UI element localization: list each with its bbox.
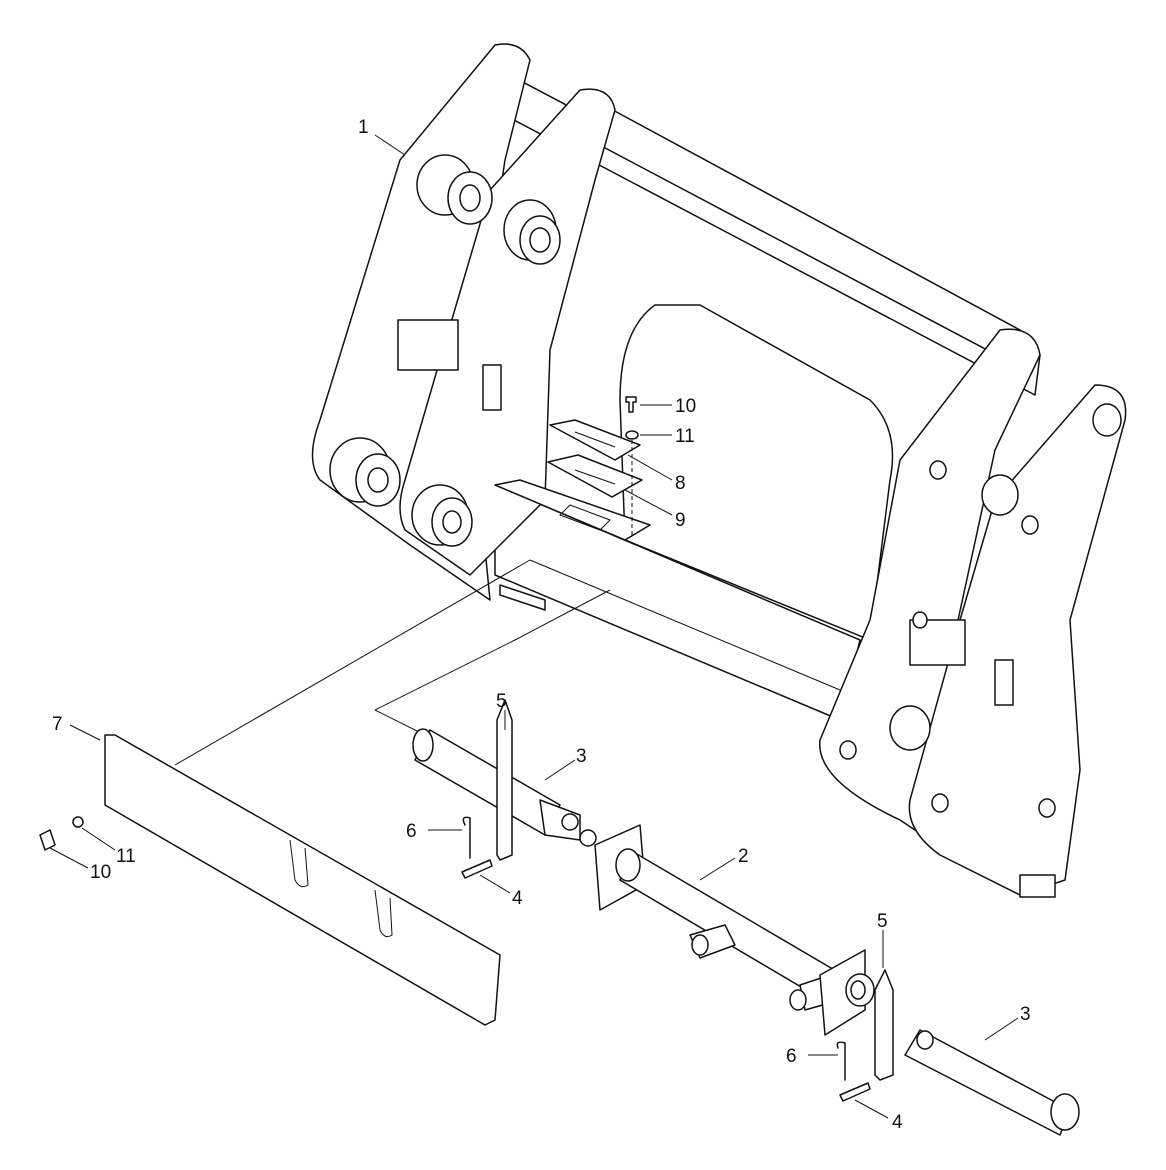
latch-5-upper bbox=[496, 699, 513, 861]
plate-9-slot bbox=[574, 469, 616, 485]
left-foot bbox=[499, 584, 546, 611]
callout-4-upper: 4 bbox=[512, 888, 523, 909]
left-bushings bbox=[329, 154, 561, 547]
left-slot bbox=[482, 364, 502, 411]
callout-leaders bbox=[49, 134, 1019, 1119]
right-foot bbox=[1019, 874, 1056, 898]
washer-11-top bbox=[625, 430, 639, 440]
callout-1: 1 bbox=[358, 117, 369, 138]
right-slot bbox=[994, 659, 1014, 706]
left-bracket-block bbox=[397, 319, 459, 371]
callout-11-left: 11 bbox=[116, 846, 136, 867]
pin-4-lower bbox=[839, 1082, 871, 1102]
plate-8-slot bbox=[574, 431, 616, 448]
callout-labels: 1 10 11 8 9 7 5 3 6 4 2 5 3 6 4 11 10 bbox=[52, 117, 1031, 1133]
tube-3-lower bbox=[904, 1029, 1080, 1136]
clip-6-upper bbox=[462, 816, 471, 859]
callout-11-top: 11 bbox=[675, 426, 695, 447]
callout-7: 7 bbox=[52, 714, 63, 735]
frame-assembly bbox=[311, 43, 1127, 898]
callout-8: 8 bbox=[675, 473, 686, 494]
washer-11-left bbox=[72, 816, 84, 828]
callout-3-lower: 3 bbox=[1020, 1004, 1031, 1025]
plate-9 bbox=[547, 454, 643, 498]
callout-10-top: 10 bbox=[675, 396, 696, 417]
callout-3-upper: 3 bbox=[576, 746, 587, 767]
latch-5-lower bbox=[874, 969, 894, 1081]
right-inner-plate bbox=[819, 328, 1041, 841]
leader-lines bbox=[174, 559, 611, 766]
callout-10-left: 10 bbox=[90, 862, 111, 883]
cover-plate-notches bbox=[289, 839, 393, 938]
cover-plate-7 bbox=[104, 734, 501, 1026]
beam-edge bbox=[529, 559, 841, 691]
callout-5-lower: 5 bbox=[877, 911, 888, 932]
callout-2: 2 bbox=[738, 846, 749, 867]
callout-6-lower: 6 bbox=[786, 1046, 797, 1067]
left-inner-plate bbox=[399, 88, 616, 576]
callout-9: 9 bbox=[675, 510, 686, 531]
bolt-10-top bbox=[625, 396, 637, 413]
mount-plate bbox=[494, 479, 651, 541]
right-outer-plate bbox=[908, 384, 1127, 896]
pin-4-upper bbox=[461, 859, 493, 879]
shaft-2 bbox=[579, 824, 875, 1036]
bolt-10-left bbox=[39, 829, 56, 851]
tube-3-upper bbox=[412, 728, 581, 841]
clip-6-lower bbox=[836, 1041, 846, 1081]
mount-slot bbox=[559, 504, 611, 531]
callout-5-upper: 5 bbox=[496, 691, 507, 712]
right-holes bbox=[839, 403, 1122, 818]
callout-6-upper: 6 bbox=[406, 821, 417, 842]
callout-4-lower: 4 bbox=[892, 1112, 903, 1133]
